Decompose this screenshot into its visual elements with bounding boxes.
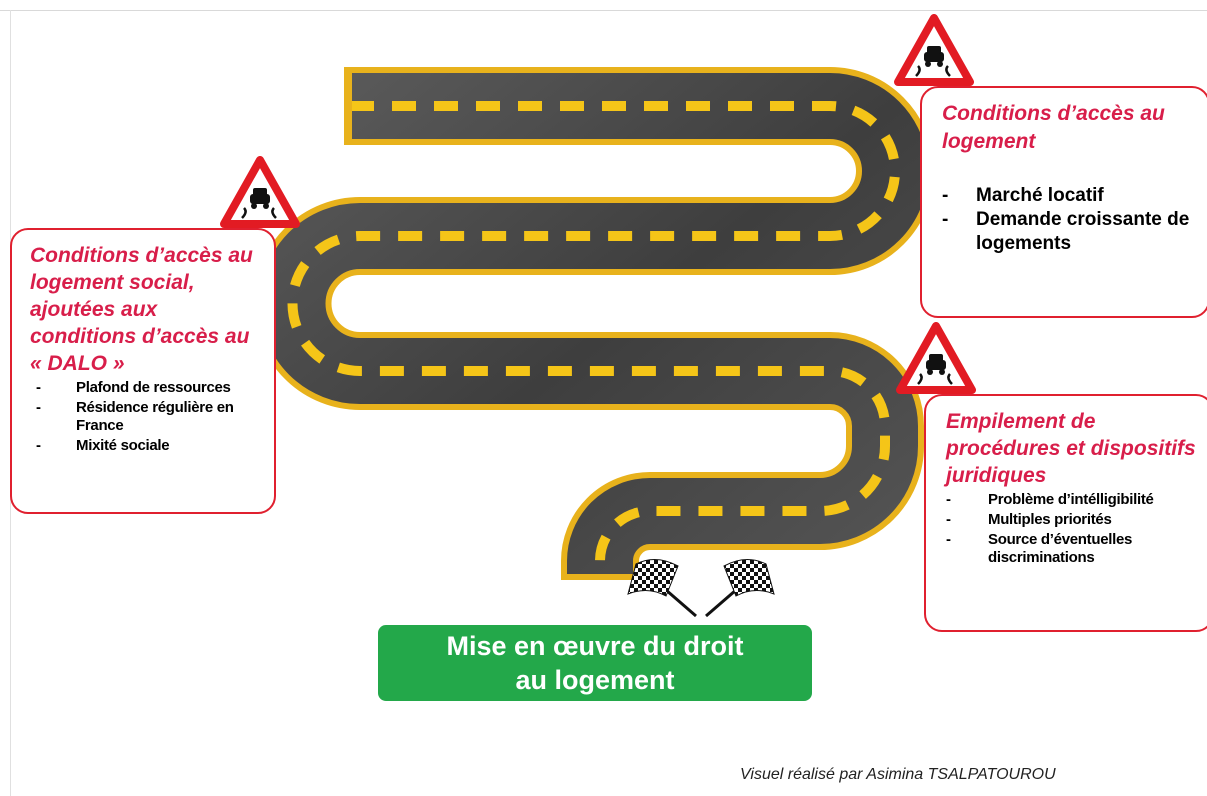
box-legal-procedures: Empilement de procédures et dispositifs …: [924, 394, 1207, 632]
slippery-road-warning-icon: [220, 156, 300, 228]
road-end-cap: [561, 574, 639, 580]
box-list: Plafond de ressources Résidence régulièr…: [30, 379, 264, 455]
goal-label: Mise en œuvre du droit au logement: [446, 631, 744, 695]
slippery-road-warning-icon: [896, 322, 976, 394]
box-title: Conditions d’accès au logement social, a…: [30, 244, 253, 375]
road-center-dashes: [287, 101, 900, 575]
box-title: Empilement de procédures et dispositifs …: [946, 410, 1196, 487]
box-social-housing-conditions: Conditions d’accès au logement social, a…: [10, 228, 276, 514]
list-item: Problème d’intélligibilité: [946, 491, 1204, 509]
box-list: Marché locatif Demande croissante de log…: [942, 184, 1198, 256]
checkered-flags-icon: [627, 559, 775, 618]
list-item: Marché locatif: [942, 184, 1198, 208]
list-item: Résidence régulière en France: [30, 399, 264, 435]
page-frame-top: [0, 0, 1207, 11]
credit-text: Visuel réalisé par Asimina TSALPATOUROU: [740, 766, 1056, 783]
box-title: Conditions d’accès au logement: [942, 102, 1165, 153]
list-item: Source d’éventuelles discriminations: [946, 531, 1204, 567]
road-start-cap: [344, 67, 352, 145]
list-item: Mixité sociale: [30, 437, 264, 455]
slippery-road-warning-icon: [894, 14, 974, 86]
list-item: Plafond de ressources: [30, 379, 264, 397]
box-housing-access-conditions: Conditions d’accès au logement Marché lo…: [920, 86, 1207, 318]
goal-banner: Mise en œuvre du droit au logement: [378, 625, 812, 701]
list-item: Demande croissante de logements: [942, 208, 1198, 256]
list-item: Multiples priorités: [946, 511, 1204, 529]
box-list: Problème d’intélligibilité Multiples pri…: [946, 491, 1204, 567]
